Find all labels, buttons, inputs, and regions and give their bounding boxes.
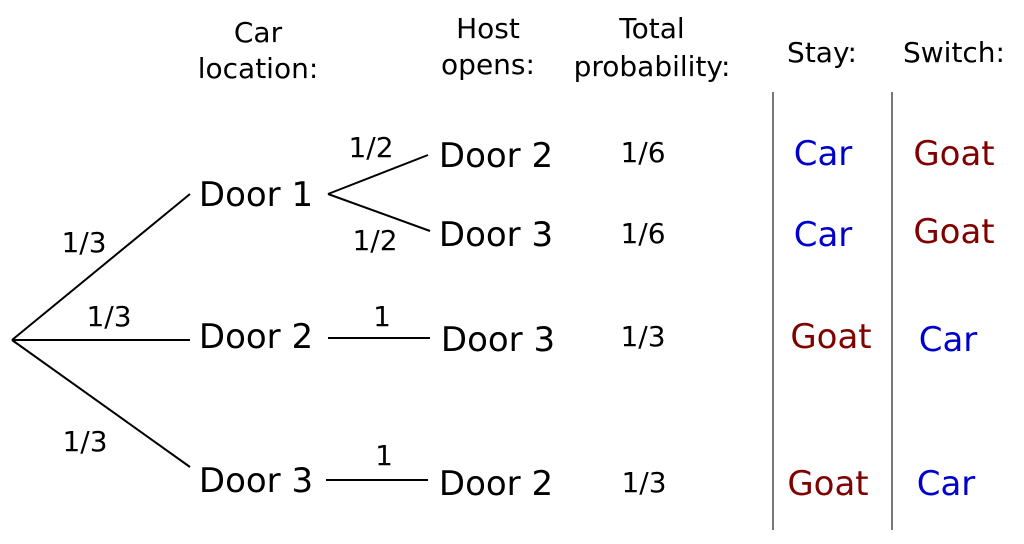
- car-location-door2: Door 2: [199, 317, 313, 357]
- branch-prob-door3: 1/3: [62, 425, 107, 458]
- host-opens-door-1: Door 2: [439, 136, 553, 176]
- host-prob-4: 1: [375, 439, 393, 472]
- header-total-probability-line1: Total: [618, 12, 684, 45]
- switch-outcome-2: Goat: [913, 212, 994, 252]
- header-host-opens-line1: Host: [456, 12, 520, 45]
- total-probability-4: 1/3: [621, 466, 666, 499]
- host-opens-door-3: Door 3: [441, 320, 555, 360]
- host-opens-door-4: Door 2: [439, 464, 553, 504]
- switch-outcome-4: Car: [917, 464, 976, 504]
- branch-prob-door1: 1/3: [61, 226, 106, 259]
- switch-outcome-1: Goat: [913, 134, 994, 174]
- branch-prob-door2: 1/3: [86, 300, 131, 333]
- stay-outcome-2: Car: [794, 215, 853, 255]
- car-location-door3: Door 3: [199, 461, 313, 501]
- header-stay: Stay:: [787, 36, 857, 69]
- switch-outcome-3: Car: [919, 320, 978, 360]
- total-probability-3: 1/3: [620, 320, 665, 353]
- header-car-location-line1: Car: [234, 16, 283, 49]
- host-prob-3: 1: [373, 300, 391, 333]
- stay-outcome-4: Goat: [787, 464, 868, 504]
- edge-door1-host-door2: [327, 154, 429, 195]
- host-opens-door-2: Door 3: [439, 215, 553, 255]
- total-probability-1: 1/6: [620, 136, 665, 169]
- stay-outcome-1: Car: [794, 134, 853, 174]
- host-prob-2: 1/2: [352, 224, 397, 257]
- edge-door1-host-door3: [327, 193, 431, 232]
- host-prob-1: 1/2: [348, 131, 393, 164]
- edge-root-door1: [11, 193, 191, 341]
- car-location-door1: Door 1: [199, 175, 313, 215]
- header-host-opens-line2: opens:: [441, 48, 535, 81]
- header-total-probability-line2: probability:: [574, 50, 731, 83]
- header-switch: Switch:: [903, 36, 1005, 69]
- header-car-location-line2: location:: [198, 52, 319, 85]
- total-probability-2: 1/6: [620, 217, 665, 250]
- stay-outcome-3: Goat: [790, 317, 871, 357]
- edge-root-door3: [11, 339, 191, 468]
